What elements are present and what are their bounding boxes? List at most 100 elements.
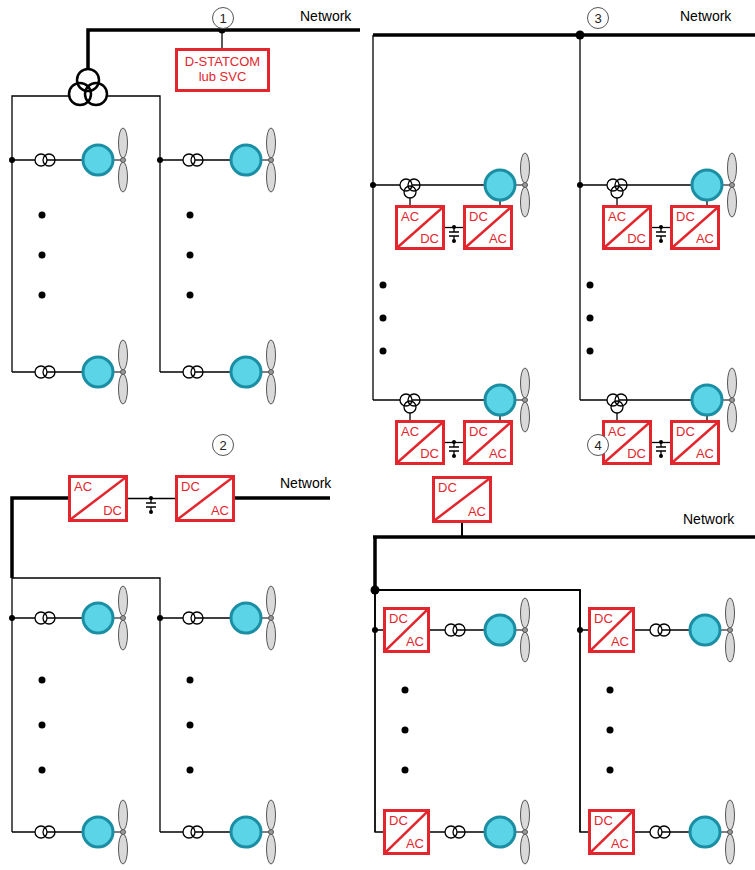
capacitor-plate: [146, 506, 156, 508]
turbine-blade: [726, 598, 735, 628]
generator-symbol: [83, 145, 113, 175]
converter-diagonal: [71, 478, 125, 519]
junction-dot: [402, 687, 409, 694]
converter-label: DC: [469, 425, 488, 438]
turbine-blade: [521, 187, 530, 217]
capacitor-plate: [449, 231, 459, 233]
converter-box: ACDC: [602, 420, 652, 465]
junction-dot: [380, 315, 387, 322]
junction-dot: [9, 157, 15, 163]
junction-dot: [39, 677, 46, 684]
dc-link: [375, 523, 588, 630]
converter-label: DC: [594, 814, 613, 827]
generator-symbol: [485, 170, 515, 200]
junction-dot: [452, 239, 456, 243]
turbine-blade: [267, 128, 276, 158]
turbine-hub: [121, 370, 126, 375]
converter-diagonal: [178, 478, 232, 519]
converter-label: DC: [594, 612, 613, 625]
transformer-winding: [611, 401, 623, 413]
capacitor-plate: [449, 450, 459, 452]
converter-label: DC: [420, 232, 439, 245]
turbine-hub: [121, 830, 126, 835]
transformer-winding: [191, 154, 203, 166]
turbine-blade: [521, 153, 530, 183]
junction-dot: [370, 182, 376, 188]
junction-dot: [157, 615, 163, 621]
junction-dot: [452, 454, 456, 458]
turbine-hub: [730, 398, 735, 403]
converter-box: DC AC: [432, 476, 492, 523]
turbine-blade: [119, 374, 128, 404]
converter-label: AC: [608, 210, 626, 223]
converter-box: ACDC: [602, 205, 652, 250]
junction-dot: [39, 292, 46, 299]
turbine-blade: [728, 153, 737, 183]
turbine-blade: [119, 834, 128, 864]
network-label: Network: [300, 9, 351, 24]
bus-line: [12, 498, 68, 578]
wire: [12, 96, 69, 372]
converter-label: DC: [627, 447, 646, 460]
converter-diagonal: [435, 479, 489, 520]
callout-number-text: 3: [594, 12, 601, 25]
network-label: Network: [280, 476, 331, 491]
turbine-hub: [523, 830, 528, 835]
junction-dot: [39, 212, 46, 219]
junction-dot: [187, 677, 194, 684]
wire: [453, 442, 454, 456]
transformer-winding: [611, 186, 623, 198]
turbine-hub: [121, 158, 126, 163]
capacitor-plate: [449, 446, 459, 448]
turbine-blade: [267, 800, 276, 830]
junction-dot: [587, 348, 594, 355]
transformer-winding: [43, 366, 55, 378]
turbine-hub: [728, 830, 733, 835]
capacitor-plate: [656, 235, 666, 237]
dc-link: [652, 227, 670, 228]
junction-dot: [607, 767, 614, 774]
wire: [373, 184, 485, 185]
wire: [453, 227, 454, 241]
transformer-winding: [408, 179, 420, 191]
turbine-hub: [728, 628, 733, 633]
converter-label: AC: [489, 447, 507, 460]
wire: [616, 198, 617, 205]
callout-number: 3: [587, 7, 609, 29]
generator-symbol: [231, 357, 261, 387]
converter-label: DC: [438, 481, 457, 494]
converter-diagonal: [386, 610, 427, 650]
wire: [580, 399, 692, 400]
turbine-blade: [521, 402, 530, 432]
converter-label: DC: [389, 612, 408, 625]
transformer-winding: [85, 83, 107, 105]
converter-box: ACDC: [395, 205, 445, 250]
converter-box: DCAC: [588, 607, 635, 653]
callout-number: 1: [212, 7, 234, 29]
converter-box: DCAC: [463, 205, 513, 250]
transformer-winding: [191, 366, 203, 378]
turbine-blade: [119, 162, 128, 192]
junction-dot: [39, 767, 46, 774]
wire: [580, 184, 692, 185]
turbine-hub: [523, 183, 528, 188]
converter-box: DCAC: [588, 809, 635, 855]
junction-dot: [187, 252, 194, 259]
dc-link: [652, 442, 670, 443]
turbine-hub: [269, 370, 274, 375]
junction-dot: [587, 315, 594, 322]
junction-dot: [402, 727, 409, 734]
junction-dot: [577, 182, 583, 188]
turbine-blade: [119, 586, 128, 616]
transformer-winding: [191, 826, 203, 838]
junction-dot: [149, 510, 153, 514]
transformer-winding: [453, 624, 465, 636]
converter-box: DCAC: [463, 420, 513, 465]
converter-label: AC: [468, 505, 486, 518]
converter-diagonal: [605, 423, 649, 462]
converter-label: DC: [103, 504, 122, 517]
converter-diagonal: [386, 812, 427, 852]
converter-box: DCAC: [670, 205, 720, 250]
converter-box: DCAC: [175, 475, 235, 522]
converter-label: AC: [211, 504, 229, 517]
